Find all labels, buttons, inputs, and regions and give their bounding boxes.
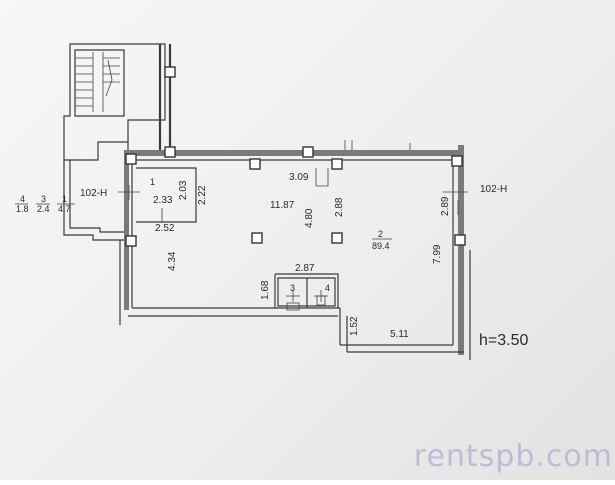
main-bottom-right-dimension: 5.11 (390, 329, 409, 340)
axis-markers (118, 185, 140, 200)
room-1-width: 2.33 (153, 195, 173, 206)
column (332, 159, 342, 169)
legend-room-number: 3 (41, 194, 46, 204)
ceiling-height-note: h=3.50 (479, 332, 528, 349)
room-1-side: 2.22 (197, 185, 208, 205)
main-right-upper-dimension: 2.89 (440, 196, 451, 216)
room-1-bottom: 2.52 (155, 223, 175, 234)
column (165, 147, 175, 157)
main-bottom-step-dimension: 1.52 (349, 316, 360, 336)
column (455, 235, 465, 245)
main-top-dimension: 3.09 (289, 172, 309, 183)
legend-room-number: 4 (20, 194, 25, 204)
column (332, 233, 342, 243)
staircase (64, 44, 170, 160)
columns (126, 67, 465, 246)
legend-room-area: 4.7 (58, 204, 71, 214)
main-width: 4.80 (304, 208, 315, 228)
main-left-dimension: 4.34 (167, 251, 178, 271)
column (252, 233, 262, 243)
column (452, 156, 462, 166)
column (303, 147, 313, 157)
column (126, 154, 136, 164)
wc-height: 1.68 (260, 280, 271, 300)
column (250, 159, 260, 169)
main-right-lower-dimension: 7.99 (432, 244, 443, 264)
column (165, 67, 175, 77)
wc-width: 2.87 (295, 263, 315, 274)
main-length: 11.87 (270, 200, 295, 211)
axis-label-right: 102-H (480, 184, 507, 195)
room-1-number: 1 (150, 177, 155, 187)
main-room-number: 2 (378, 229, 383, 239)
main-room-area: 89.4 (372, 241, 390, 251)
watermark: rentspb.com (414, 439, 613, 474)
axis-label-left: 102-H (80, 188, 107, 199)
legend-room-area: 1.8 (16, 204, 29, 214)
legend-room-area: 2.4 (37, 204, 50, 214)
main-inner-dimension: 2.88 (334, 197, 345, 217)
room-4-number: 4 (325, 283, 330, 293)
room-1-depth: 2.03 (178, 180, 189, 200)
legend-room-number: 1 (62, 194, 67, 204)
column (126, 236, 136, 246)
area-legend: 4 1.8 3 2.4 1 4.7 (15, 194, 75, 214)
room-3-number: 3 (290, 283, 295, 293)
